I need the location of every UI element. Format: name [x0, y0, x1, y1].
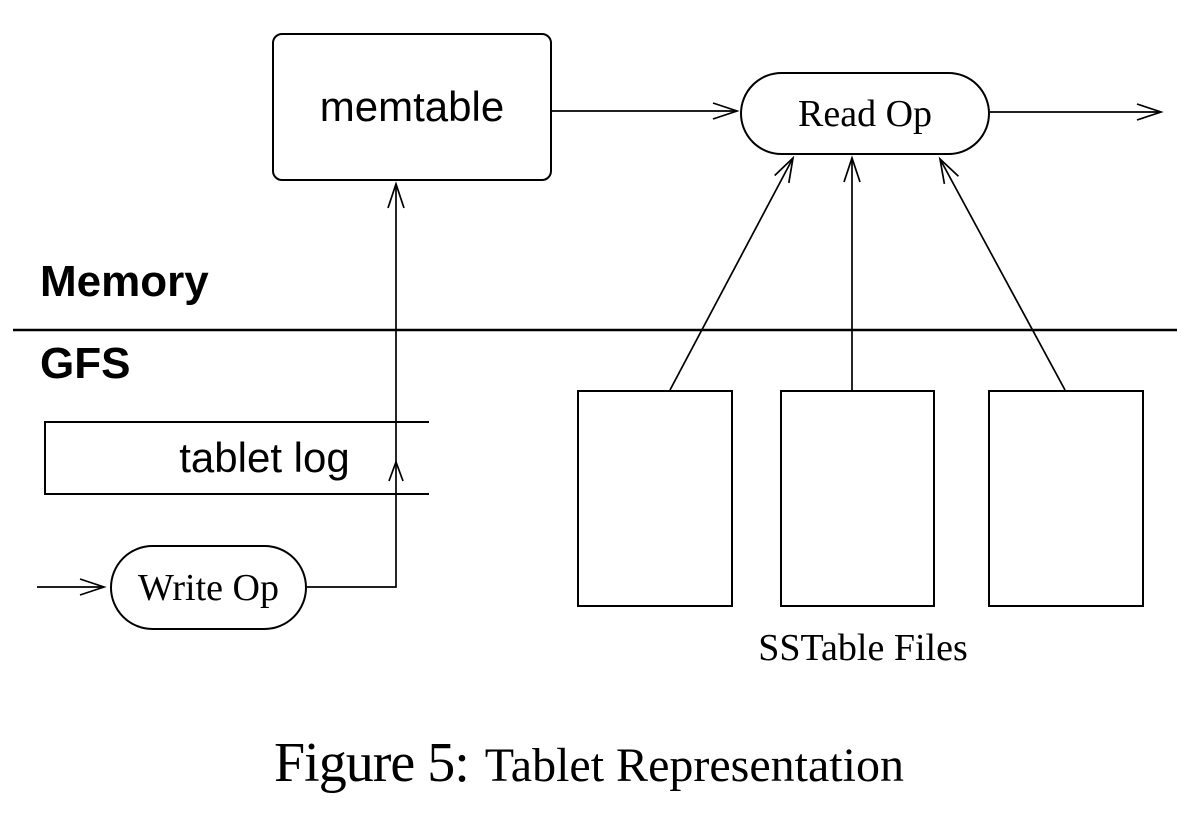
arrow-writeop-to-memtable — [307, 181, 405, 588]
caption-title: Tablet Representation — [484, 739, 904, 792]
sstable-file-1 — [577, 390, 733, 607]
tablet-log-node: tablet log — [179, 434, 350, 481]
sstable-file-3 — [988, 390, 1144, 607]
sstable-file-2 — [780, 390, 935, 607]
read-op-node: Read Op — [740, 72, 990, 155]
arrow-sstable3-to-readop — [938, 156, 1066, 391]
caption-label: Figure 5: — [274, 732, 470, 794]
memory-region-label: Memory — [40, 257, 209, 306]
tablet-log-outline — [44, 421, 429, 495]
arrow-sstable1-to-readop — [669, 155, 795, 391]
arrowhead-into-tablet-log — [388, 459, 404, 482]
figure-caption: Figure 5: Tablet Representation — [0, 731, 1187, 795]
gfs-region-label: GFS — [40, 339, 131, 388]
memtable-node: memtable — [272, 33, 552, 181]
sstable-files-label: SSTable Files — [758, 627, 968, 669]
write-op-node: Write Op — [110, 545, 307, 630]
